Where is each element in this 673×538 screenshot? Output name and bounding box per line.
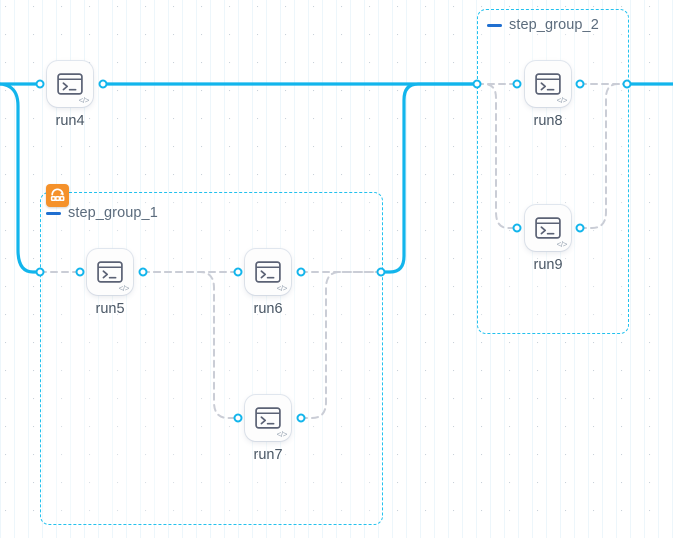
port-run5-in[interactable] [75,267,85,277]
port-group2-out[interactable] [622,79,632,89]
port-run7-out[interactable] [296,413,306,423]
port-run4-out[interactable] [98,79,108,89]
node-card[interactable]: </> [525,205,571,251]
node-run5[interactable]: </> run5 [87,249,133,317]
code-badge-icon: </> [556,240,568,249]
node-label: run8 [533,113,563,129]
port-run7-in[interactable] [233,413,243,423]
port-run6-in[interactable] [233,267,243,277]
terminal-icon [535,217,561,239]
group-title: step_group_2 [509,17,599,33]
loop-foreach-icon[interactable] [46,184,69,207]
terminal-icon [57,73,83,95]
node-run8[interactable]: </> run8 [525,61,571,129]
collapse-toggle-icon[interactable] [487,23,502,27]
port-run6-out[interactable] [296,267,306,277]
node-label: run7 [253,447,283,463]
code-badge-icon: </> [78,96,90,105]
port-group1-out[interactable] [376,267,386,277]
node-label: run9 [533,257,563,273]
node-label: run5 [95,301,125,317]
group-step_group_2[interactable] [477,9,629,334]
code-badge-icon: </> [118,284,130,293]
code-badge-icon: </> [276,284,288,293]
edge-group1-to-main [379,82,479,274]
terminal-icon [97,261,123,283]
node-card[interactable]: </> [245,249,291,295]
port-run5-out[interactable] [138,267,148,277]
node-run9[interactable]: </> run9 [525,205,571,273]
port-run4-in[interactable] [35,79,45,89]
terminal-icon [255,261,281,283]
port-group1-in[interactable] [35,267,45,277]
terminal-icon [255,407,281,429]
node-card[interactable]: </> [525,61,571,107]
node-card[interactable]: </> [47,61,93,107]
group-label-step_group_1[interactable]: step_group_1 [46,205,158,221]
port-run9-in[interactable] [512,223,522,233]
group-label-step_group_2[interactable]: step_group_2 [487,17,599,33]
node-label: run6 [253,301,283,317]
port-run8-out[interactable] [575,79,585,89]
node-run4[interactable]: </> run4 [47,61,93,129]
node-card[interactable]: </> [87,249,133,295]
port-run9-out[interactable] [575,223,585,233]
code-badge-icon: </> [556,96,568,105]
port-run8-in[interactable] [512,79,522,89]
node-card[interactable]: </> [245,395,291,441]
group-title: step_group_1 [68,205,158,221]
group-step_group_1[interactable] [40,192,383,525]
edge-canvas-to-group1 [0,82,42,274]
node-run6[interactable]: </> run6 [245,249,291,317]
port-group2-in[interactable] [472,79,482,89]
code-badge-icon: </> [276,430,288,439]
collapse-toggle-icon[interactable] [46,211,61,215]
node-label: run4 [55,113,85,129]
terminal-icon [535,73,561,95]
node-run7[interactable]: </> run7 [245,395,291,463]
